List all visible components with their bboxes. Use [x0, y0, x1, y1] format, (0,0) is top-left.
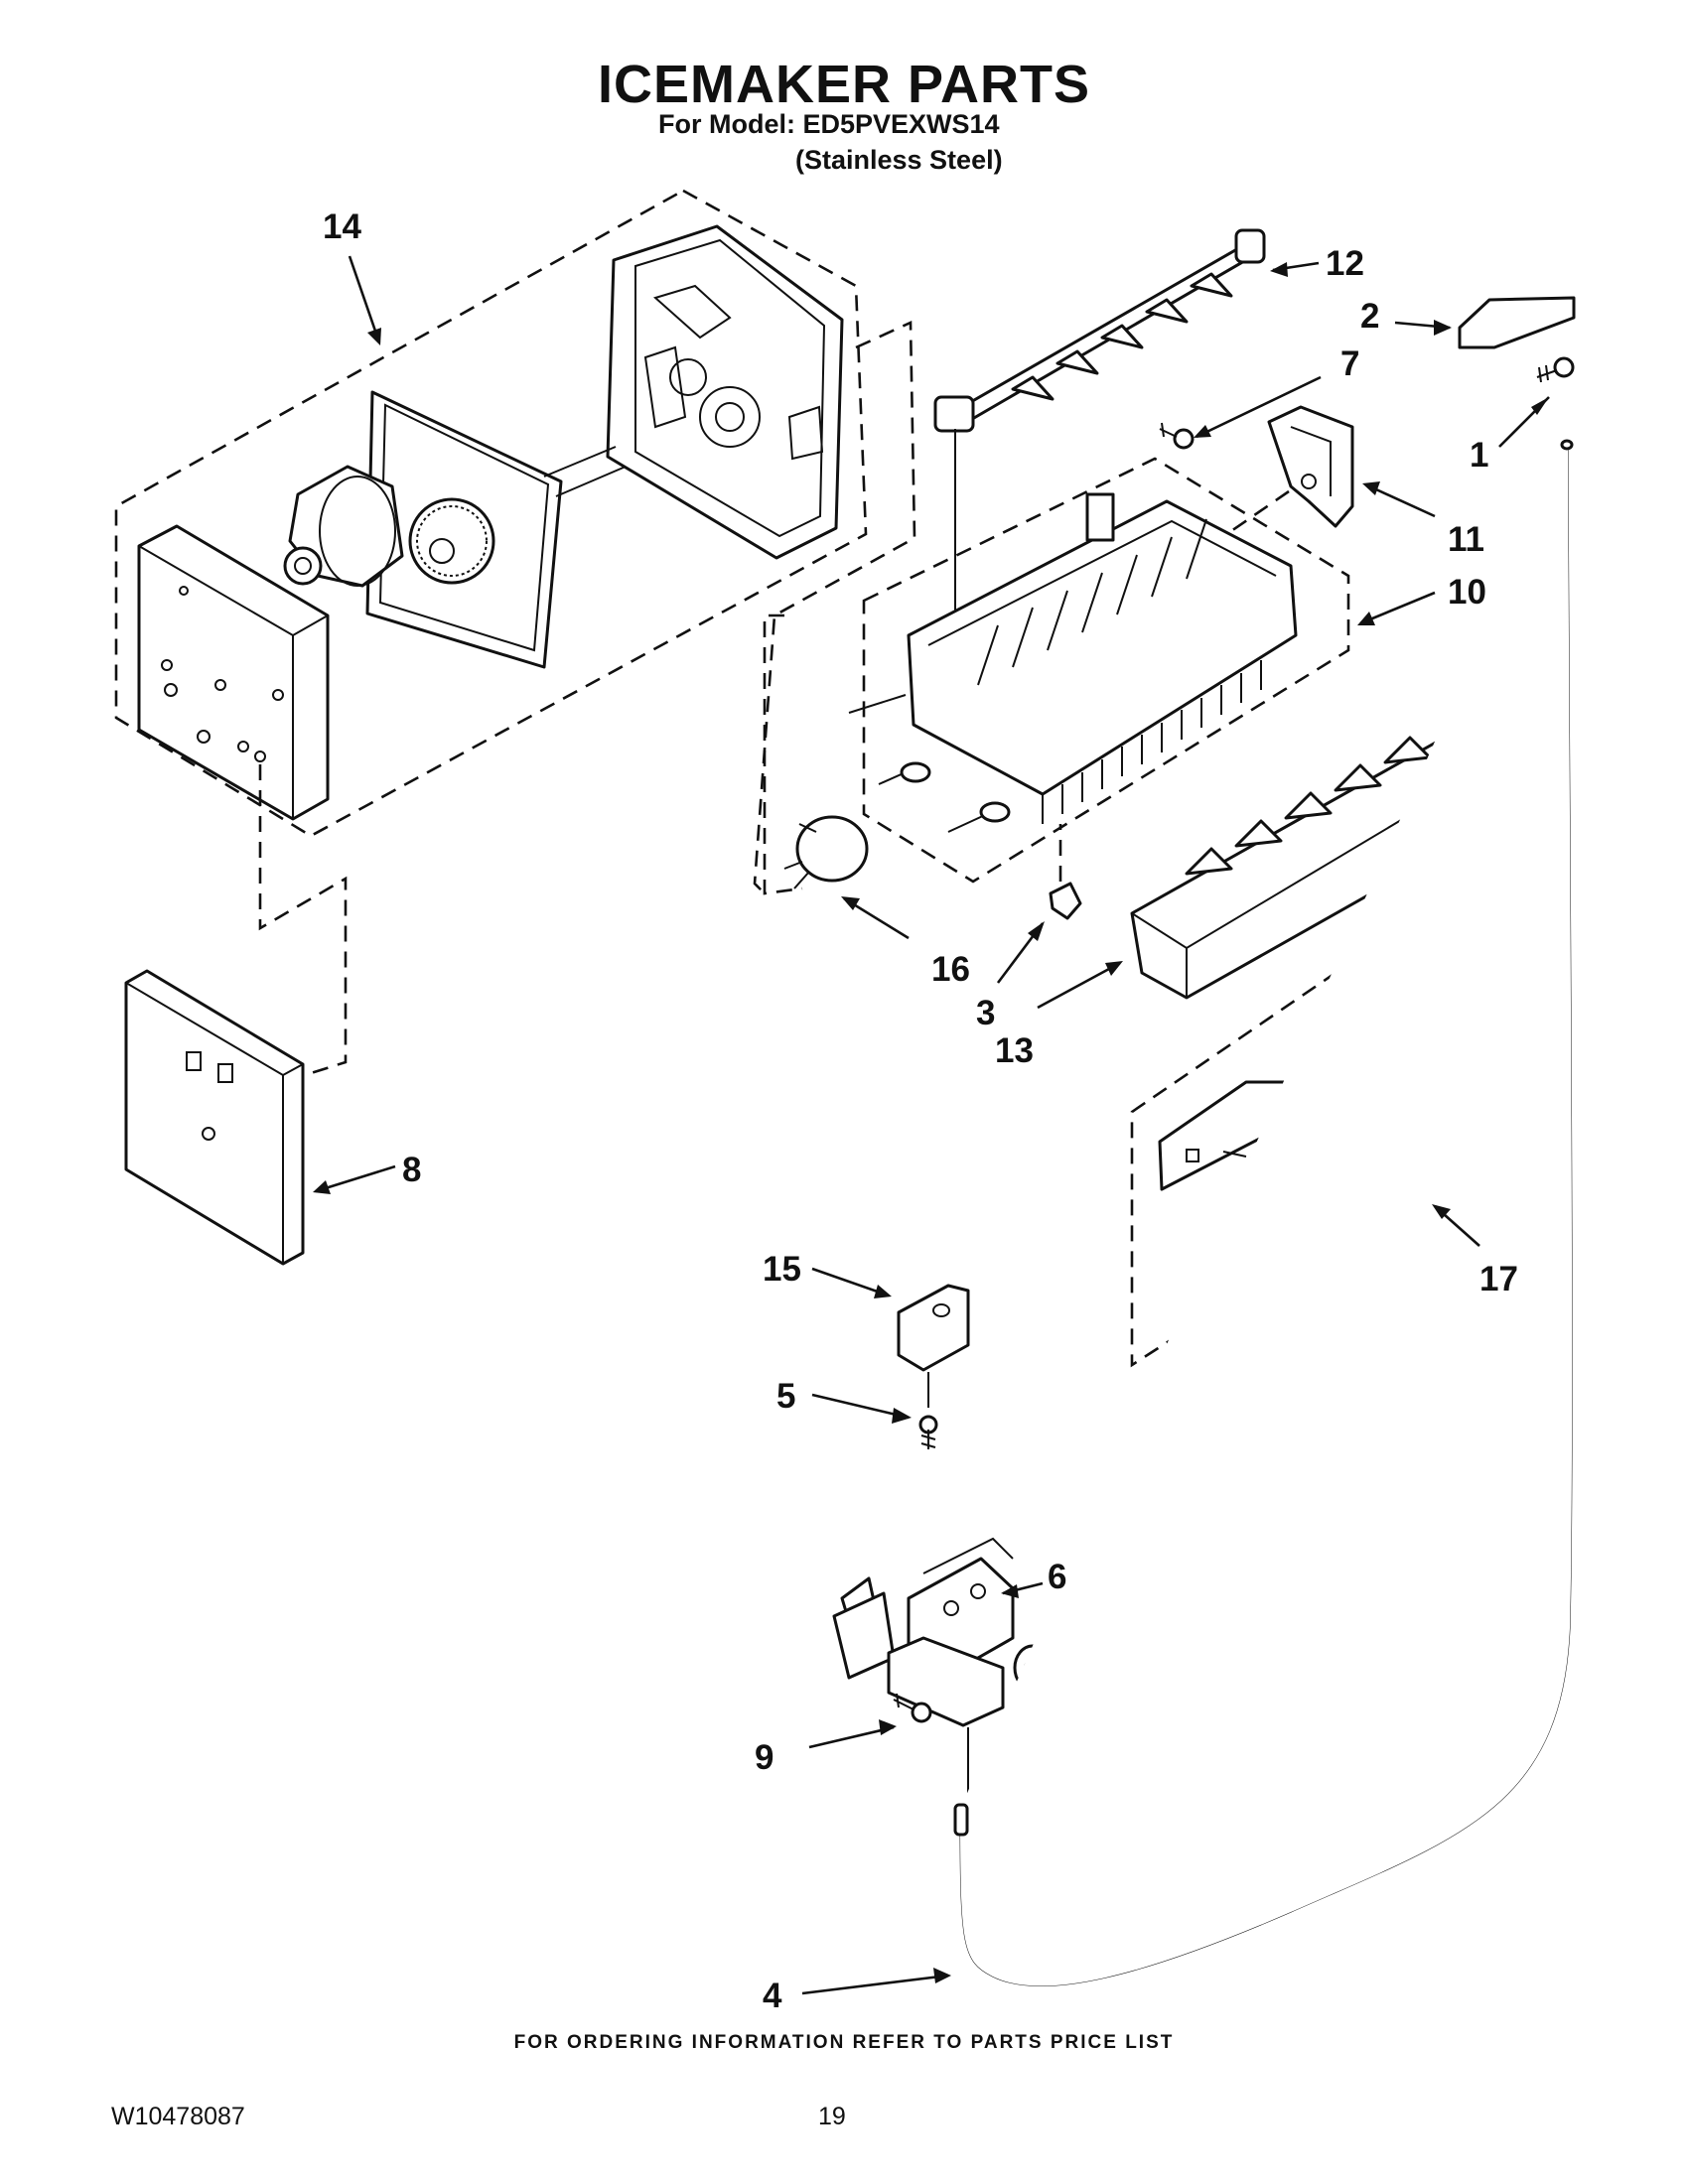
- callout-7: 7: [1340, 344, 1359, 383]
- callout-9: 9: [755, 1738, 774, 1777]
- leader-7-arrowhead: [1194, 425, 1211, 438]
- leader-12-arrowhead: [1270, 262, 1288, 277]
- callout-3: 3: [976, 994, 995, 1032]
- leader-17-arrowhead: [1432, 1204, 1451, 1219]
- leader-15-arrowhead: [874, 1285, 892, 1298]
- leader-7: [1196, 375, 1322, 439]
- leader-9-arrowhead: [879, 1719, 897, 1735]
- control-board: [137, 524, 330, 821]
- water-tube-part-4: [953, 439, 1574, 1986]
- screw-part-5: [918, 1415, 938, 1449]
- callout-2: 2: [1360, 297, 1379, 336]
- callout-16: 16: [931, 950, 970, 989]
- page-title: ICEMAKER PARTS: [597, 55, 1091, 114]
- page-number: 19: [818, 2103, 846, 2130]
- ordering-note: FOR ORDERING INFORMATION REFER TO PARTS …: [513, 2032, 1175, 2053]
- screw-part-1: [1536, 356, 1575, 383]
- document-number: W10478087: [111, 2103, 245, 2130]
- leader-11-arrowhead: [1362, 481, 1380, 495]
- drive-gear: [408, 497, 495, 585]
- leader-14: [348, 255, 381, 343]
- assembly-14-link: [753, 320, 916, 894]
- clip-part-2: [1458, 296, 1576, 349]
- board-cover-link: [258, 764, 348, 1076]
- leader-13-arrowhead: [1105, 961, 1123, 976]
- clip-part-3: [1049, 882, 1082, 920]
- callout-1: 1: [1470, 436, 1488, 475]
- front-cover: [124, 969, 305, 1266]
- motor: [283, 465, 404, 588]
- control-housing: [606, 224, 844, 560]
- leader-16-arrowhead: [841, 896, 860, 910]
- leader-6-arrowhead: [1001, 1584, 1019, 1598]
- leader-10: [1359, 591, 1436, 625]
- bracket-link: [1230, 489, 1290, 533]
- callout-4: 4: [763, 1977, 782, 2015]
- finish-line: (Stainless Steel): [795, 145, 1003, 175]
- callout-13: 13: [995, 1031, 1034, 1070]
- mold-heater-link: [763, 614, 803, 895]
- leader-13: [1037, 961, 1121, 1010]
- leader-3-arrowhead: [1028, 921, 1045, 941]
- leader-8: [315, 1164, 396, 1193]
- bracket-part-11: [1267, 405, 1354, 528]
- model-line: For Model: ED5PVEXWS14: [658, 109, 1000, 139]
- leader-14-arrowhead: [367, 328, 381, 345]
- screw-part-7: [1159, 422, 1195, 450]
- leader-5: [811, 1393, 910, 1420]
- callout-14: 14: [323, 207, 361, 246]
- mounting-plate: [365, 390, 627, 669]
- leader-1-arrowhead: [1531, 397, 1549, 415]
- thermostat-part-16: [783, 815, 869, 889]
- callout-5: 5: [776, 1377, 795, 1416]
- leader-4-arrowhead: [933, 1968, 951, 1983]
- screw-part-9: [893, 1693, 932, 1723]
- leader-8-arrowhead: [313, 1180, 331, 1194]
- ejector: [933, 228, 1266, 433]
- leader-4: [801, 1974, 949, 1995]
- callout-8: 8: [402, 1151, 421, 1189]
- assembly-10-boundary: [862, 457, 1350, 884]
- callout-6: 6: [1048, 1558, 1066, 1596]
- callout-15: 15: [763, 1250, 801, 1289]
- ice-mold: [848, 492, 1298, 833]
- leader-10-arrowhead: [1357, 612, 1375, 625]
- leader-2-arrowhead: [1434, 320, 1452, 336]
- callout-17: 17: [1479, 1260, 1518, 1298]
- callout-10: 10: [1448, 573, 1486, 612]
- callout-12: 12: [1326, 244, 1364, 283]
- leader-5-arrowhead: [892, 1408, 912, 1424]
- bracket-part-15: [897, 1284, 970, 1372]
- leader-9: [808, 1725, 895, 1749]
- callout-11: 11: [1448, 520, 1484, 559]
